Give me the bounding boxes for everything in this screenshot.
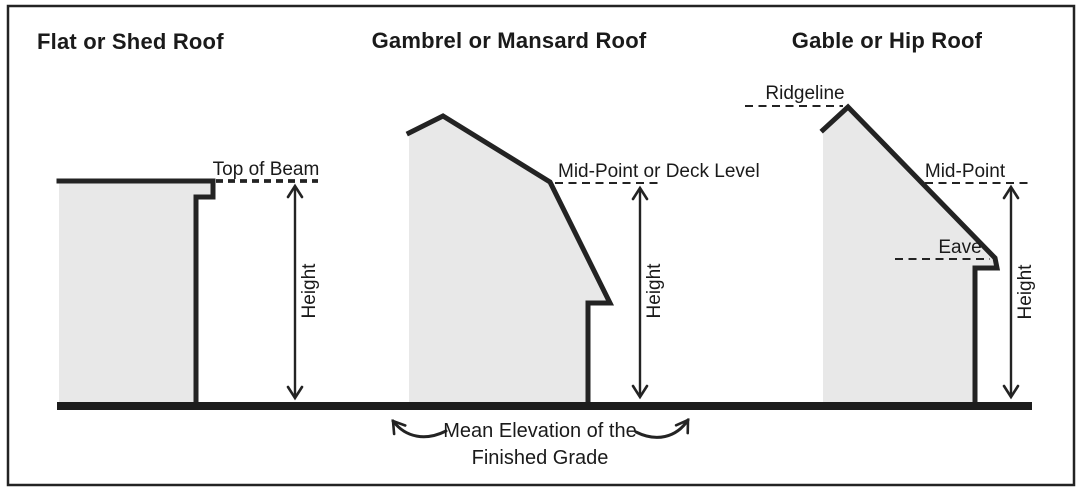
flat-roof-title: Flat or Shed Roof [37,29,224,54]
gambrel-roof-section: Mid-Point or Deck Level Height Gambrel o… [372,28,760,405]
flat-roof-section: Top of Beam Height Flat or Shed Roof [37,29,320,405]
flat-roof-height-label: Height [299,263,320,319]
gable-roof-height-label: Height [1015,264,1036,320]
gable-roof-section: Ridgeline Mid-Point Eave Height Gable or… [745,28,1036,405]
grade-curved-arrow-left [391,419,448,439]
top-of-beam-label: Top of Beam [213,159,320,180]
eave-label: Eave [938,237,981,258]
gambrel-roof-height-label: Height [644,263,665,319]
gambrel-roof-title: Gambrel or Mansard Roof [372,28,647,53]
ridgeline-label: Ridgeline [765,83,844,104]
flat-roof-building-fill [59,181,213,404]
grade-label-line2: Finished Grade [472,447,609,469]
gable-roof-building-outline [819,103,1001,405]
grade-label-line1: Mean Elevation of the [443,420,636,442]
flat-roof-building-outline [56,178,216,405]
grade-curved-arrow-right [634,417,690,439]
mid-point-deck-label: Mid-Point or Deck Level [558,161,760,182]
gable-mid-point-label: Mid-Point [925,161,1006,182]
gable-roof-title: Gable or Hip Roof [792,28,983,53]
figure-border [6,4,1076,487]
gambrel-roof-building-fill [409,116,610,404]
grade-section: Mean Elevation of the Finished Grade [57,402,1032,469]
gable-roof-building-fill [823,107,997,404]
gambrel-roof-building-outline [405,113,615,405]
